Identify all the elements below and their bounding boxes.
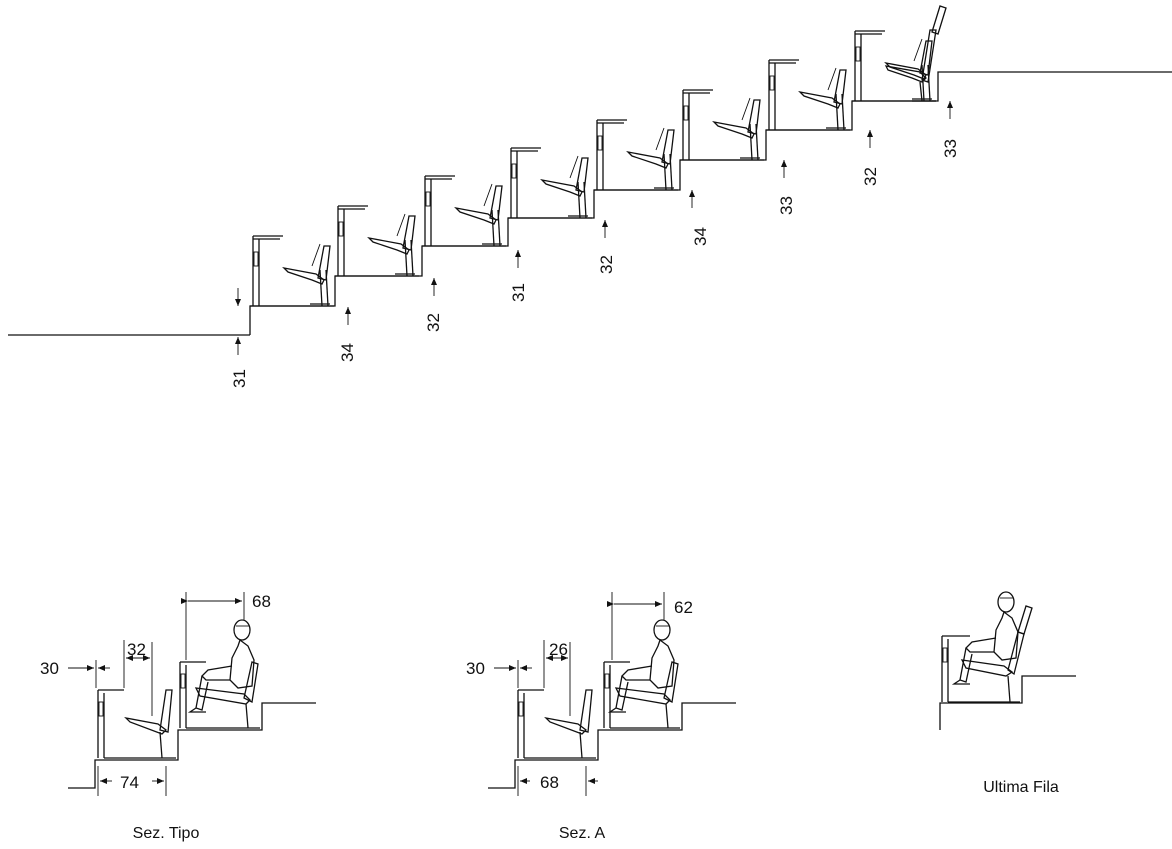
riser-label: 33 [777,196,796,215]
dim-bottom: 74 [120,773,139,792]
riser-label: 33 [941,139,960,158]
section-a: 62 30 26 68 Sez. A [466,592,736,842]
dim-top: 68 [252,592,271,611]
dim-mid: 26 [549,640,568,659]
section-ultima-fila: Ultima Fila [939,591,1076,796]
riser-label: 32 [597,255,616,274]
riser-dimension-markers [235,101,953,355]
last-row-seat [884,5,947,102]
riser-label: 34 [338,343,357,362]
riser-label: 32 [424,313,443,332]
stair-section: 31 34 32 31 32 34 33 32 33 [8,5,1172,388]
dim-left: 30 [466,659,485,678]
riser-label: 34 [691,227,710,246]
dim-bottom: 68 [540,773,559,792]
dim-left: 30 [40,659,59,678]
caption-sez-tipo: Sez. Tipo [133,825,200,842]
riser-label: 31 [230,369,249,388]
caption-ultima-fila: Ultima Fila [983,779,1059,796]
riser-label: 31 [509,283,528,302]
riser-label: 32 [861,167,880,186]
dim-mid: 32 [127,640,146,659]
caption-sez-a: Sez. A [559,825,606,842]
dim-top: 62 [674,598,693,617]
section-tipo: 68 30 32 74 Sez. Tipo [40,592,316,842]
